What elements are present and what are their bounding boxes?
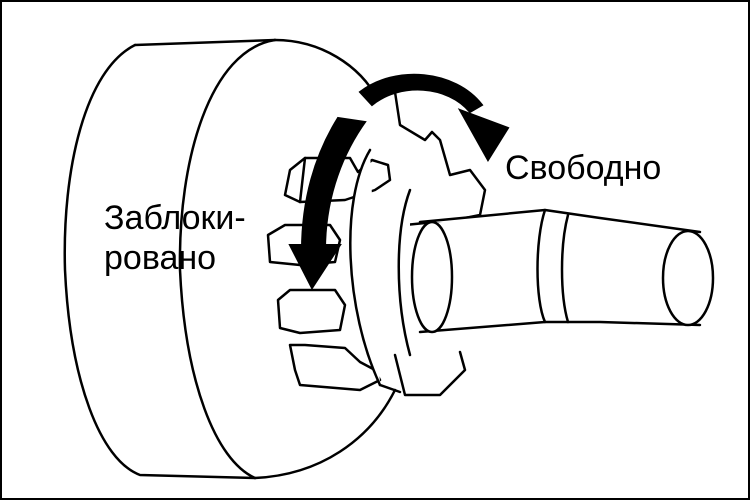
clutch-housing xyxy=(63,38,397,480)
locked-label-line1: Заблоки- xyxy=(104,199,246,237)
locked-label-line2: ровано xyxy=(104,239,217,277)
output-shaft xyxy=(410,208,715,334)
curved-arrow-clockwise-icon xyxy=(358,73,510,162)
free-label: Свободно xyxy=(505,149,662,187)
curved-arrow-down-icon xyxy=(288,116,367,290)
locked-label: Заблоки- ровано xyxy=(104,198,274,278)
pinion-gear xyxy=(266,90,487,397)
